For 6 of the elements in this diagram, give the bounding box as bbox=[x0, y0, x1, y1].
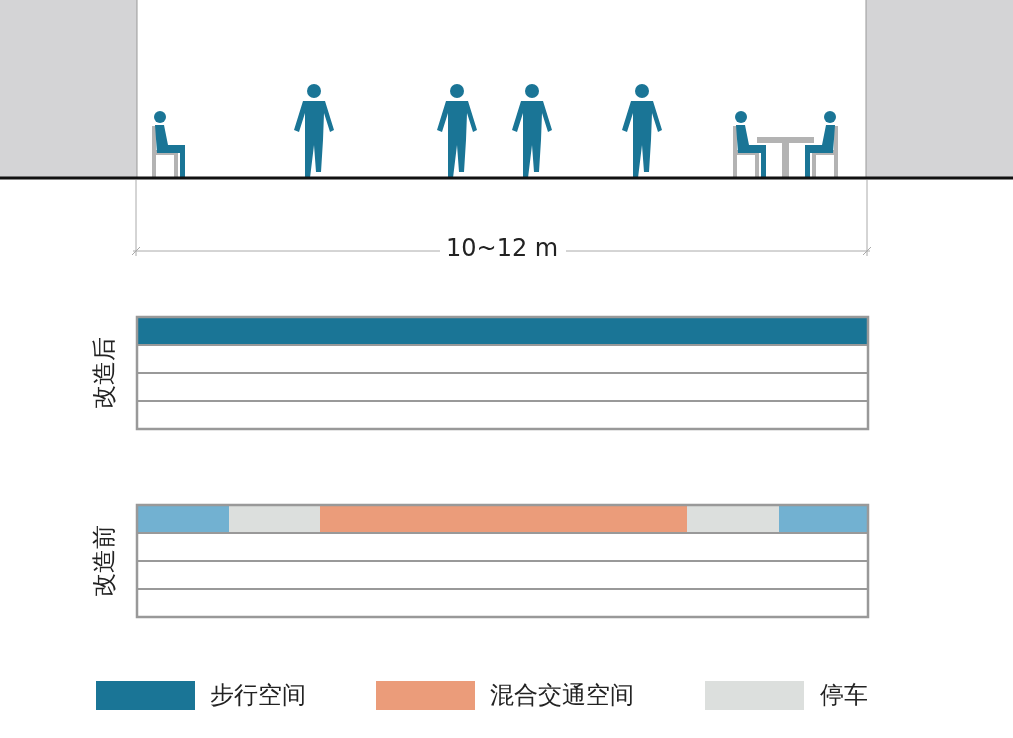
row-label: 改造前 bbox=[92, 525, 116, 597]
row-label: 改造后 bbox=[92, 337, 116, 409]
legend-label: 停车 bbox=[820, 683, 868, 707]
legend-label: 步行空间 bbox=[210, 683, 306, 707]
legend-label: 混合交通空间 bbox=[490, 683, 634, 707]
dimension-label: 10~12 m bbox=[446, 236, 559, 260]
